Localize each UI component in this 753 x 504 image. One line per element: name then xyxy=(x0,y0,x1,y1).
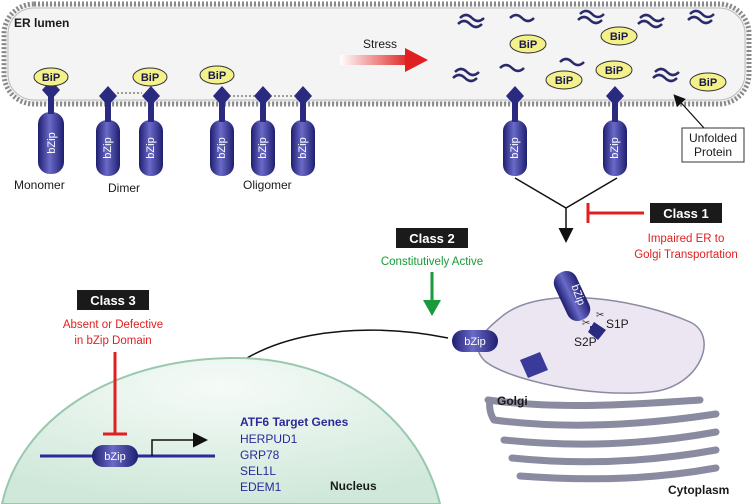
s1p-label: S1P xyxy=(606,317,629,331)
nucleus-label: Nucleus xyxy=(330,479,377,493)
class1-desc-line2: Golgi Transportation xyxy=(634,249,738,261)
bip-label: BiP xyxy=(610,31,628,43)
protease-sites: S1P S2P ✂ ✂ xyxy=(574,310,629,349)
cleaved-bzip: bZip xyxy=(452,330,498,352)
class2-title: Class 2 xyxy=(409,231,455,246)
class2-callout: Class 2 Constitutively Active xyxy=(381,228,483,316)
oligomer-label: Oligomer xyxy=(243,178,292,192)
gene-item: EDEM1 xyxy=(240,480,282,494)
stressed-atf6-left: bZip xyxy=(503,86,527,176)
bzip-label: bZip xyxy=(509,137,521,158)
converge-arrow xyxy=(514,177,618,243)
bzip-label: bZip xyxy=(609,137,621,158)
bzip-label: bZip xyxy=(297,137,309,158)
bzip-label: bZip xyxy=(216,137,228,158)
scissors-icon: ✂ xyxy=(582,318,590,329)
class3-desc-line1: Absent or Defective xyxy=(63,319,163,331)
bzip-label: bZip xyxy=(102,137,114,158)
bzip-label: bZip xyxy=(46,132,58,153)
dimer-atf6: bZip bZip BiP xyxy=(96,67,168,176)
bip-label: BiP xyxy=(42,72,60,84)
stress-label: Stress xyxy=(363,37,397,51)
gene-item: SEL1L xyxy=(240,464,276,478)
golgi-label: Golgi xyxy=(497,394,528,408)
class1-callout: Class 1 Impaired ER to Golgi Transportat… xyxy=(586,203,738,261)
bzip-label: bZip xyxy=(464,336,485,348)
unfolded-protein-callout: Unfolded Protein xyxy=(673,94,745,163)
bip-label: BiP xyxy=(605,65,623,77)
monomer-atf6: BiP bZip xyxy=(33,67,69,174)
cytoplasm-label: Cytoplasm xyxy=(668,483,729,497)
er-lumen-label: ER lumen xyxy=(14,16,69,30)
dna-promoter: bZip xyxy=(40,432,215,467)
er-membrane xyxy=(1,1,752,107)
target-genes-title: ATF6 Target Genes xyxy=(240,415,349,429)
dimer-label: Dimer xyxy=(108,181,140,195)
bzip-label: bZip xyxy=(145,137,157,158)
unfolded-line1: Unfolded xyxy=(689,131,737,145)
unfolded-protein-cluster xyxy=(452,9,715,83)
class2-desc: Constitutively Active xyxy=(381,256,483,268)
bip-label: BiP xyxy=(141,72,159,84)
golgi-atf6: bZip xyxy=(520,270,606,378)
class1-title: Class 1 xyxy=(663,206,709,221)
free-bip-group: BiP BiP BiP BiP BiP xyxy=(509,26,727,92)
bip-label: BiP xyxy=(519,39,537,51)
bip-label: BiP xyxy=(555,75,573,87)
class3-title: Class 3 xyxy=(90,293,136,308)
bip-label: BiP xyxy=(699,77,717,89)
target-genes-list: ATF6 Target Genes HERPUD1 GRP78 SEL1L ED… xyxy=(240,415,349,494)
monomer-label: Monomer xyxy=(14,178,65,192)
bzip-label: bZip xyxy=(257,137,269,158)
unfolded-line2: Protein xyxy=(694,145,732,159)
class1-desc-line1: Impaired ER to xyxy=(648,233,725,245)
bzip-label: bZip xyxy=(104,451,125,463)
nucleus xyxy=(0,356,442,504)
scissors-icon: ✂ xyxy=(596,310,604,321)
class3-callout: Class 3 Absent or Defective in bZip Doma… xyxy=(63,290,163,436)
oligomer-atf6: bZip bZip bZip BiP xyxy=(199,65,315,176)
stress-arrow xyxy=(340,48,428,72)
bip-label: BiP xyxy=(208,70,226,82)
gene-item: GRP78 xyxy=(240,448,280,462)
s2p-label: S2P xyxy=(574,335,597,349)
class3-desc-line2: in bZip Domain xyxy=(74,335,151,347)
gene-item: HERPUD1 xyxy=(240,432,298,446)
stressed-atf6-right: bZip xyxy=(603,86,627,176)
